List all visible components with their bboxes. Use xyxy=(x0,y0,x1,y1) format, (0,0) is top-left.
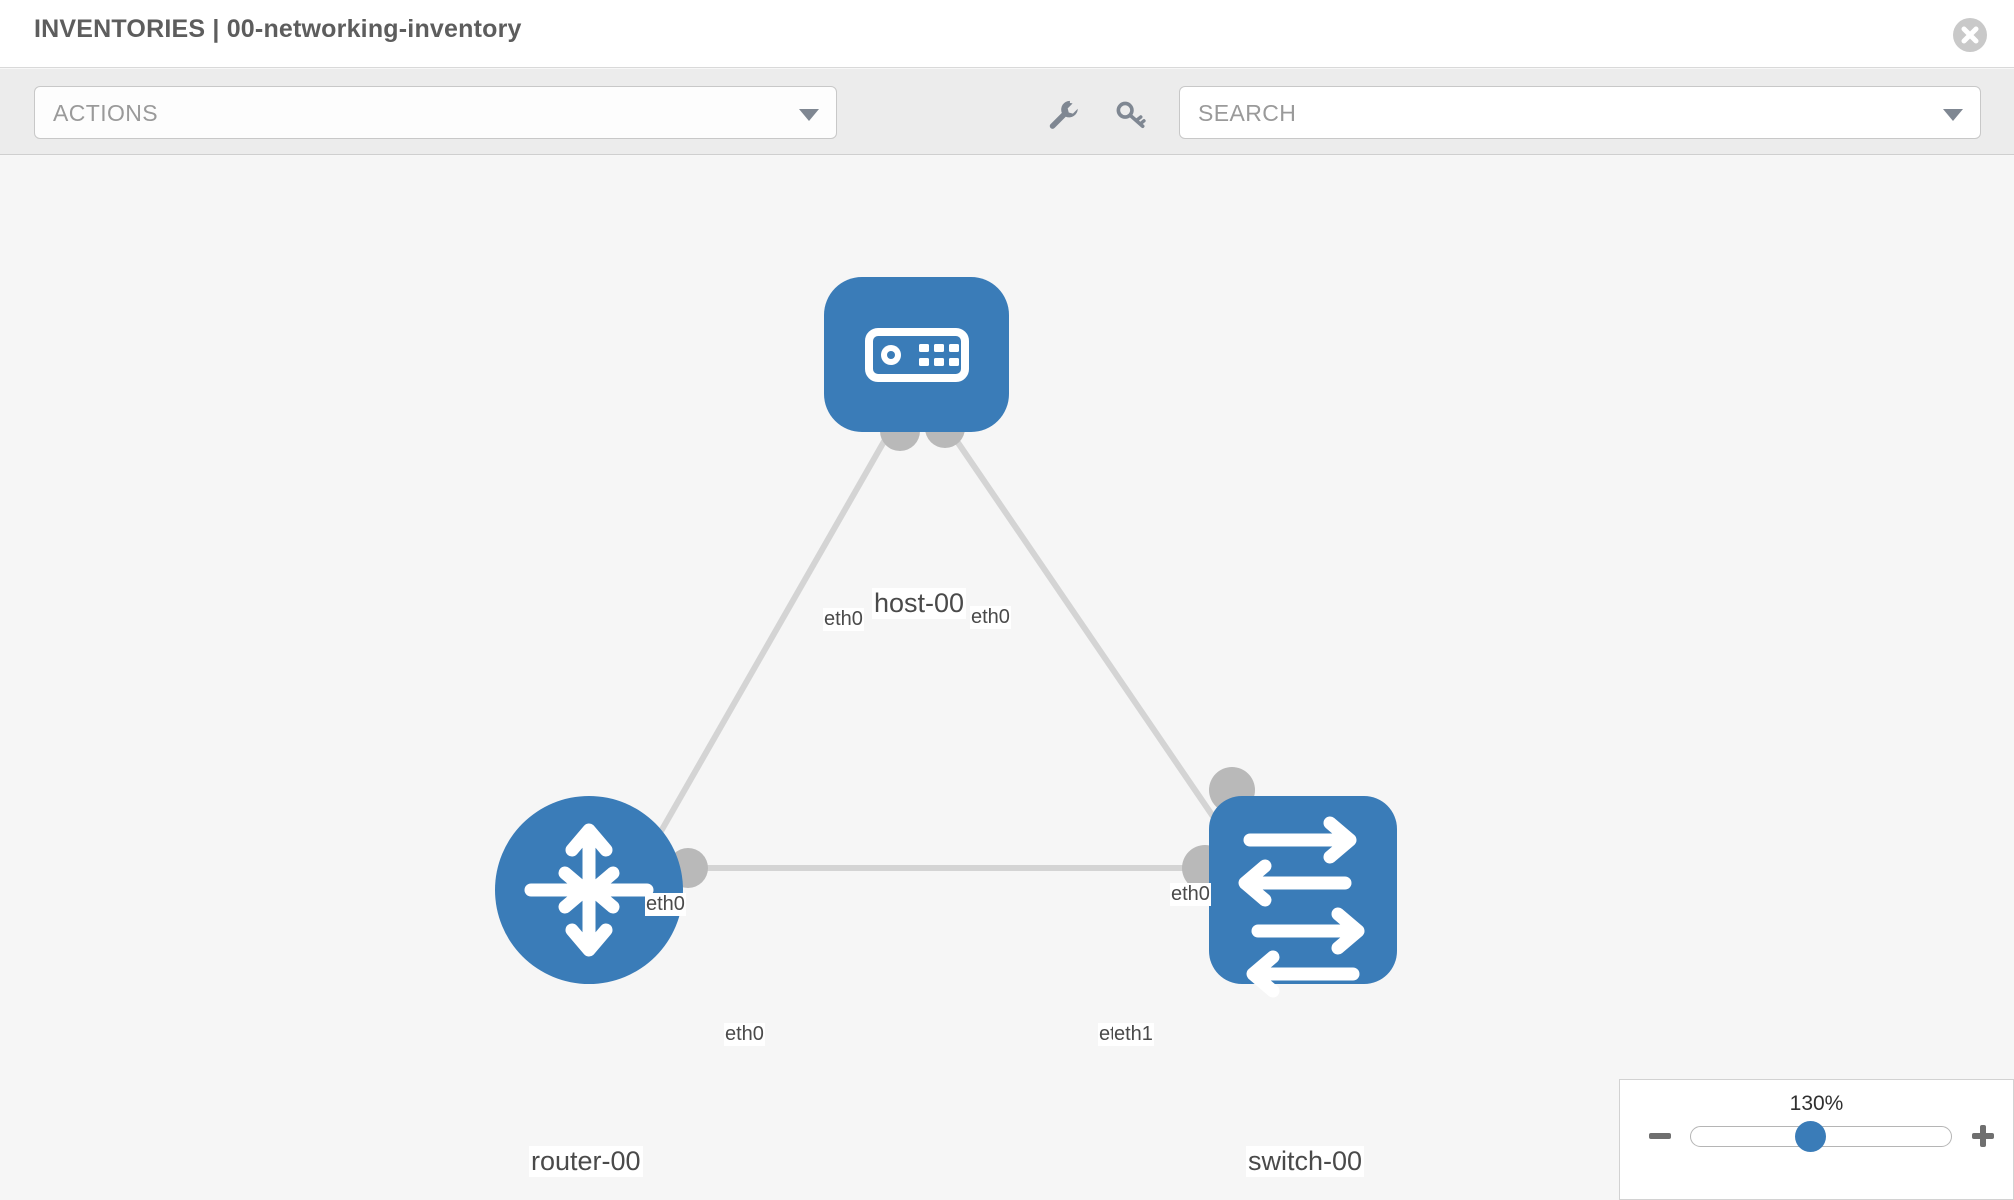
zoom-level-value: 130% xyxy=(1789,1092,1844,1115)
router-four-arrows-icon xyxy=(524,823,654,957)
close-icon[interactable] xyxy=(1953,18,1987,52)
port-label-host-eth0-right[interactable]: eth0 xyxy=(970,606,1011,629)
port-label-host-eth0-left[interactable]: eth0 xyxy=(823,608,864,631)
link-group xyxy=(637,429,1243,871)
port-label-router-eth0-trunk[interactable]: eth0 xyxy=(724,1023,765,1046)
port-handle-group xyxy=(668,408,1255,891)
zoom-control-panel: 130% xyxy=(1619,1079,2014,1200)
search-input-value: SEARCH xyxy=(1198,100,1297,126)
node-host-00 xyxy=(824,277,1009,432)
actions-dropdown[interactable]: ACTIONS xyxy=(34,86,837,139)
port-label-switch-eth0-uplink[interactable]: eth0 xyxy=(1170,883,1211,906)
node-label-router-00[interactable]: router-00 xyxy=(529,1146,643,1177)
page-title: INVENTORIES | 00-networking-inventory xyxy=(34,15,522,43)
link-host-router xyxy=(637,429,893,870)
toolbar: ACTIONS SEARCH xyxy=(0,69,2014,155)
node-label-host-00[interactable]: host-00 xyxy=(872,588,967,619)
node-label-switch-00[interactable]: switch-00 xyxy=(1246,1146,1365,1177)
link-host-switch xyxy=(947,429,1243,858)
actions-dropdown-label: ACTIONS xyxy=(53,100,159,126)
topology-canvas[interactable]: host-00 router-00 switch-00 eth0 eth0 et… xyxy=(0,156,2014,1200)
port-label-router-eth0-uplink[interactable]: eth0 xyxy=(645,893,686,916)
page-header: INVENTORIES | 00-networking-inventory xyxy=(0,0,2014,68)
node-router-00 xyxy=(495,796,683,984)
chevron-down-icon xyxy=(1943,109,1963,121)
port-label-switch-eth1-trunk[interactable]: eth1 xyxy=(1113,1023,1154,1046)
key-icon[interactable] xyxy=(1114,97,1148,131)
search-input[interactable]: SEARCH xyxy=(1179,86,1981,139)
zoom-slider-thumb[interactable] xyxy=(1795,1121,1826,1152)
topology-graph xyxy=(495,277,1397,998)
server-appliance-icon xyxy=(865,328,969,382)
plus-icon[interactable] xyxy=(1970,1123,1996,1149)
minus-icon[interactable] xyxy=(1647,1123,1673,1149)
chevron-down-icon xyxy=(799,109,819,121)
wrench-icon[interactable] xyxy=(1046,97,1080,131)
switch-arrows-icon xyxy=(1238,816,1365,998)
node-switch-00 xyxy=(1209,796,1397,998)
